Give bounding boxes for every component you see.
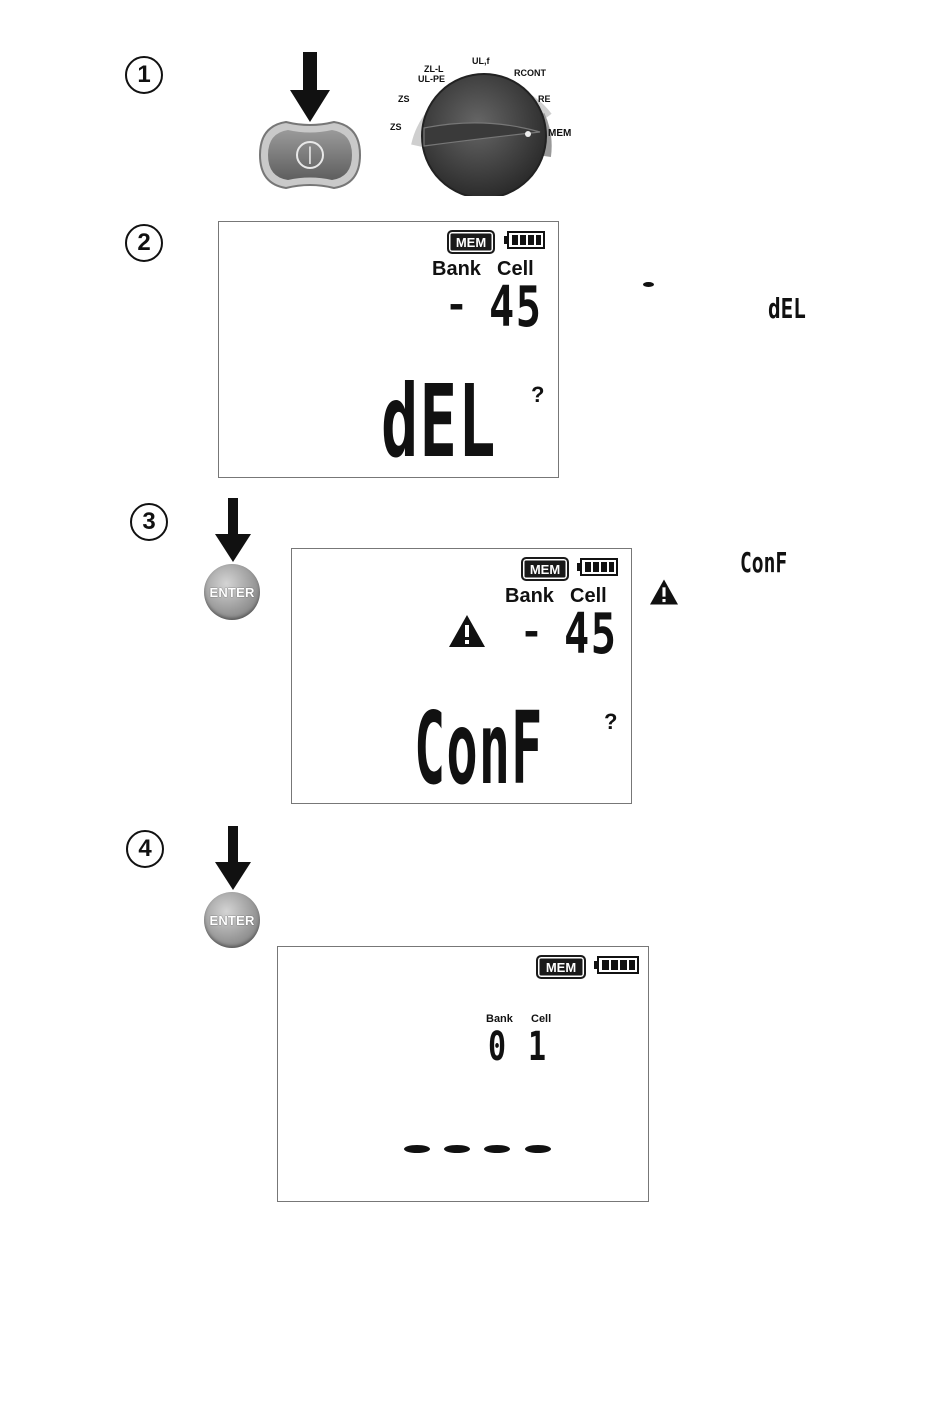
mem-indicator: MEM (536, 955, 586, 979)
cell-value: 45 (564, 607, 618, 663)
mem-indicator: MEM (521, 557, 569, 581)
rotary-position-label: UL,f (472, 56, 490, 66)
step-2-number: 2 (125, 224, 163, 262)
battery-icon (504, 230, 546, 255)
battery-icon (594, 955, 640, 980)
arrow-down-icon (215, 826, 251, 890)
warning-icon (648, 578, 680, 611)
lcd-screen-empty: MEM Bank Cell 0 1 (277, 946, 649, 1202)
bank-label: Bank (505, 585, 554, 608)
lcd-main-text: ConF (414, 699, 543, 799)
warning-icon (447, 613, 487, 654)
placeholder-dash (404, 1145, 430, 1153)
battery-icon (577, 557, 619, 582)
power-icon: | (304, 142, 316, 166)
placeholder-dash (444, 1145, 470, 1153)
rotary-position-label: UL-PE (418, 74, 445, 84)
arrow-down-icon (290, 52, 330, 122)
rotary-position-label: ZS (390, 122, 402, 132)
mem-indicator: MEM (447, 230, 495, 254)
lcd-screen-confirm: MEM Bank Cell - 45 ConF ? (291, 548, 632, 804)
arrow-down-icon (215, 498, 251, 562)
placeholder-dash (525, 1145, 551, 1153)
bank-dash-code (643, 282, 654, 287)
bank-value: - (520, 613, 545, 651)
rotary-position-label: RCONT (514, 68, 546, 78)
del-code: dEL (768, 295, 806, 323)
question-mark: ? (604, 709, 617, 735)
question-mark: ? (531, 382, 544, 408)
rotary-position-label: ZL-L (424, 64, 444, 74)
lcd-main-text: dEL (381, 372, 497, 472)
rotary-position-mem: MEM (548, 128, 571, 139)
placeholder-dash (484, 1145, 510, 1153)
step-3-number: 3 (130, 503, 168, 541)
bank-value: - (445, 286, 470, 324)
cell-value: 1 (528, 1027, 548, 1067)
power-button[interactable]: | (256, 118, 364, 192)
conf-code: ConF (740, 549, 787, 577)
enter-button[interactable]: ENTER (204, 892, 260, 948)
rotary-position-label: ZS (398, 94, 410, 104)
lcd-screen-delete: MEM Bank Cell - 45 dEL ? (218, 221, 559, 478)
bank-value: 0 (488, 1027, 508, 1067)
rotary-position-label: RE (538, 94, 551, 104)
step-1-number: 1 (125, 56, 163, 94)
bank-label: Bank (432, 258, 481, 281)
cell-value: 45 (489, 280, 543, 336)
rotary-switch[interactable]: ZS ZS ZL-L UL-PE UL,f RCONT RE MEM (388, 56, 588, 196)
step-4-number: 4 (126, 830, 164, 868)
enter-button[interactable]: ENTER (204, 564, 260, 620)
